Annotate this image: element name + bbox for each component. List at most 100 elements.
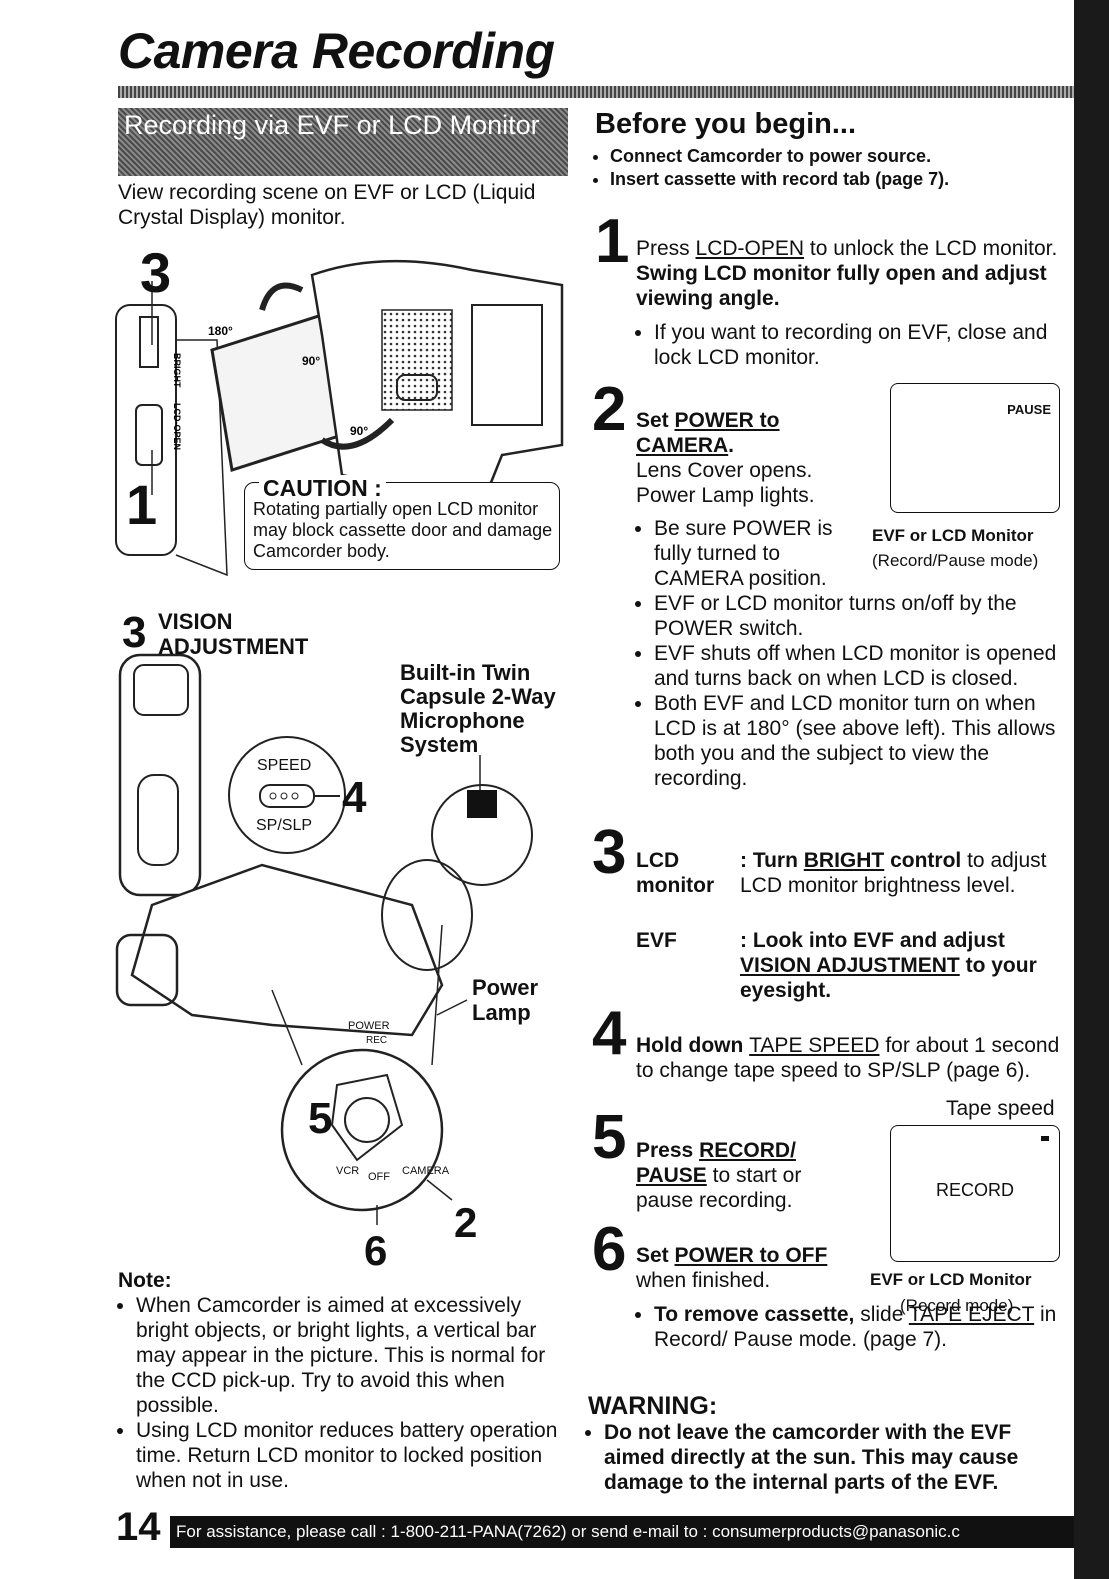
- callout-3-vision: 3: [122, 608, 147, 657]
- angle-90-b: 90°: [350, 424, 368, 438]
- step-6-number: 6: [592, 1215, 627, 1284]
- caution-title: CAUTION :: [259, 475, 386, 502]
- step-2-lines: Lens Cover opens. Power Lamp lights.: [636, 458, 876, 508]
- page-number: 14: [116, 1505, 161, 1549]
- note-item: When Camcorder is aimed at excessively b…: [136, 1293, 568, 1418]
- camcorder-illustration: [115, 653, 533, 1225]
- bright-ref: BRIGHT: [803, 849, 885, 872]
- spslp-label: SP/SLP: [256, 817, 313, 834]
- remove-cassette-bold: To remove cassette,: [654, 1303, 855, 1326]
- step-5-number: 5: [592, 1103, 627, 1172]
- remove-cassette-pre: slide: [854, 1303, 909, 1326]
- callout-6: 6: [364, 1227, 388, 1274]
- step-1-p1: Press: [636, 237, 696, 260]
- step-6-post: when finished.: [636, 1269, 771, 1292]
- tape-speed-label: Tape speed: [946, 1097, 1055, 1120]
- step-3-evf-post: to your eyesight.: [740, 954, 1037, 1002]
- record-indicator: RECORD: [935, 1180, 1014, 1200]
- lcd-monitor-label: LCD monitor: [636, 849, 715, 897]
- step-1-bold: Swing LCD monitor fully open and adjust …: [636, 262, 1047, 310]
- record-pause-ref: RECORD/ PAUSE: [636, 1139, 796, 1187]
- step-2-bullet-1: Be sure POWER is fully turned to CAMERA …: [636, 516, 841, 591]
- power-lamp-label: Power Lamp: [472, 975, 539, 1025]
- vcr-label: VCR: [336, 1165, 360, 1177]
- step-5-pre: Press: [636, 1139, 700, 1162]
- step-4-text: Hold down TAPE SPEED for about 1 second …: [636, 1033, 1072, 1083]
- screen-1-mode: (Record/Pause mode): [872, 551, 1039, 570]
- note-item: Using LCD monitor reduces battery operat…: [136, 1418, 568, 1493]
- caution-box: CAUTION : Rotating partially open LCD mo…: [244, 475, 560, 570]
- step-6-text: Set POWER to OFF when finished.: [636, 1243, 856, 1293]
- note-title: Note:: [118, 1269, 172, 1292]
- microphone-label: Built-in Twin Capsule 2-Way Microphone S…: [400, 660, 556, 757]
- lcd-open-label: LCD-OPEN: [172, 403, 182, 450]
- step-1-bullet-item: If you want to recording on EVF, close a…: [654, 320, 1066, 370]
- evf-label: EVF: [636, 929, 677, 952]
- step-5-text: Press RECORD/ PAUSE to start or pause re…: [636, 1138, 836, 1213]
- before-item: Connect Camcorder to power source.: [610, 145, 1072, 168]
- warning-text: Do not leave the camcorder with the EVF …: [604, 1420, 1072, 1495]
- callout-5: 5: [308, 1094, 333, 1143]
- step-2-pre: Set: [636, 409, 675, 432]
- pause-indicator: PAUSE: [1007, 402, 1051, 417]
- before-list: Connect Camcorder to power source. Inser…: [592, 145, 1072, 191]
- step-3-number: 3: [592, 818, 627, 887]
- caution-text: Rotating partially open LCD monitor may …: [253, 499, 553, 561]
- screen-2-caption: EVF or LCD Monitor: [870, 1270, 1032, 1289]
- step-1-p2: to unlock the LCD monitor.: [804, 237, 1058, 260]
- header-rule: [118, 86, 1074, 98]
- step-4-number: 4: [592, 999, 627, 1068]
- step-1-text: Press LCD-OPEN to unlock the LCD monitor…: [636, 236, 1072, 311]
- step-3-evf-text: : Look into EVF and adjust VISION ADJUST…: [740, 928, 1070, 1003]
- monitor-screen-record: RECORD: [890, 1125, 1060, 1262]
- vision-adjustment-label: VISION ADJUSTMENT: [158, 609, 309, 659]
- warning-title: WARNING:: [588, 1392, 718, 1420]
- callout-3-top: 3: [140, 241, 172, 304]
- tape-eject-ref: TAPE EJECT: [908, 1303, 1035, 1326]
- intro-text: View recording scene on EVF or LCD (Liqu…: [118, 181, 536, 229]
- off-label: OFF: [368, 1171, 390, 1183]
- power-camera-ref: POWER to CAMERA: [636, 409, 780, 457]
- step-2-bullet: EVF or LCD monitor turns on/off by the P…: [654, 591, 1072, 641]
- callout-4: 4: [342, 773, 367, 822]
- lcd-open-ref: LCD-OPEN: [695, 237, 805, 260]
- step-2-bullet: Be sure POWER is fully turned to CAMERA …: [654, 516, 841, 591]
- step-3-lcd-bold-2: control: [884, 849, 962, 872]
- callout-2: 2: [454, 1199, 478, 1246]
- step-2-post: .: [728, 434, 735, 457]
- power-lamp-text: Power Lamp lights.: [636, 484, 815, 507]
- step-1-bullet: If you want to recording on EVF, close a…: [636, 320, 1066, 370]
- lens-cover-text: Lens Cover opens.: [636, 459, 813, 482]
- callout-1: 1: [126, 473, 158, 536]
- tape-speed-indicator-icon: [1041, 1136, 1049, 1141]
- rec-label: REC: [366, 1035, 388, 1046]
- power-switch-label: POWER: [348, 1020, 390, 1032]
- step-6-bullet: To remove cassette, slide TAPE EJECT in …: [636, 1302, 1066, 1352]
- assistance-footer: For assistance, please call : 1-800-211-…: [170, 1516, 1074, 1548]
- angle-90-a: 90°: [302, 354, 320, 368]
- note-list: When Camcorder is aimed at excessively b…: [118, 1293, 568, 1493]
- lcd-figure: 180° 90° 90° BRIGHT LCD-OPEN 3 1 CAUTION…: [112, 245, 572, 590]
- angle-180: 180°: [208, 324, 233, 338]
- step-2-number: 2: [592, 375, 627, 444]
- step-3-lcd-bold: : Turn: [740, 849, 804, 872]
- speed-label: SPEED: [257, 757, 312, 774]
- step-2-head: Set POWER to CAMERA.: [636, 408, 816, 458]
- power-off-ref: POWER to OFF: [674, 1244, 828, 1267]
- screen-2-mode: (Record mode): [900, 1296, 1014, 1315]
- step-3-lcd-text: : Turn BRIGHT control to adjust LCD moni…: [740, 848, 1070, 898]
- page-title: Camera Recording: [118, 23, 555, 79]
- bright-label: BRIGHT: [172, 353, 182, 388]
- warning-text-box: Do not leave the camcorder with the EVF …: [586, 1420, 1072, 1495]
- step-2-bullet: Both EVF and LCD monitor turn on when LC…: [654, 691, 1072, 791]
- camera-label: CAMERA: [402, 1165, 450, 1177]
- vision-adjustment-ref: VISION ADJUSTMENT: [740, 954, 960, 977]
- step-3-lcd-rest: to adjust LCD monitor brightness level.: [740, 849, 1047, 897]
- page-edge-shadow: [1074, 0, 1109, 1579]
- lcd-monitor-illustration: 180° 90° 90° BRIGHT LCD-OPEN: [115, 259, 564, 577]
- before-item: Insert cassette with record tab (page 7)…: [610, 168, 1072, 191]
- step-1-number: 1: [595, 207, 630, 276]
- step-2-bullet: EVF shuts off when LCD monitor is opened…: [654, 641, 1072, 691]
- step-5-post: to start or pause recording.: [636, 1164, 802, 1212]
- step-4-post: for about 1 second to change tape speed …: [636, 1034, 1060, 1082]
